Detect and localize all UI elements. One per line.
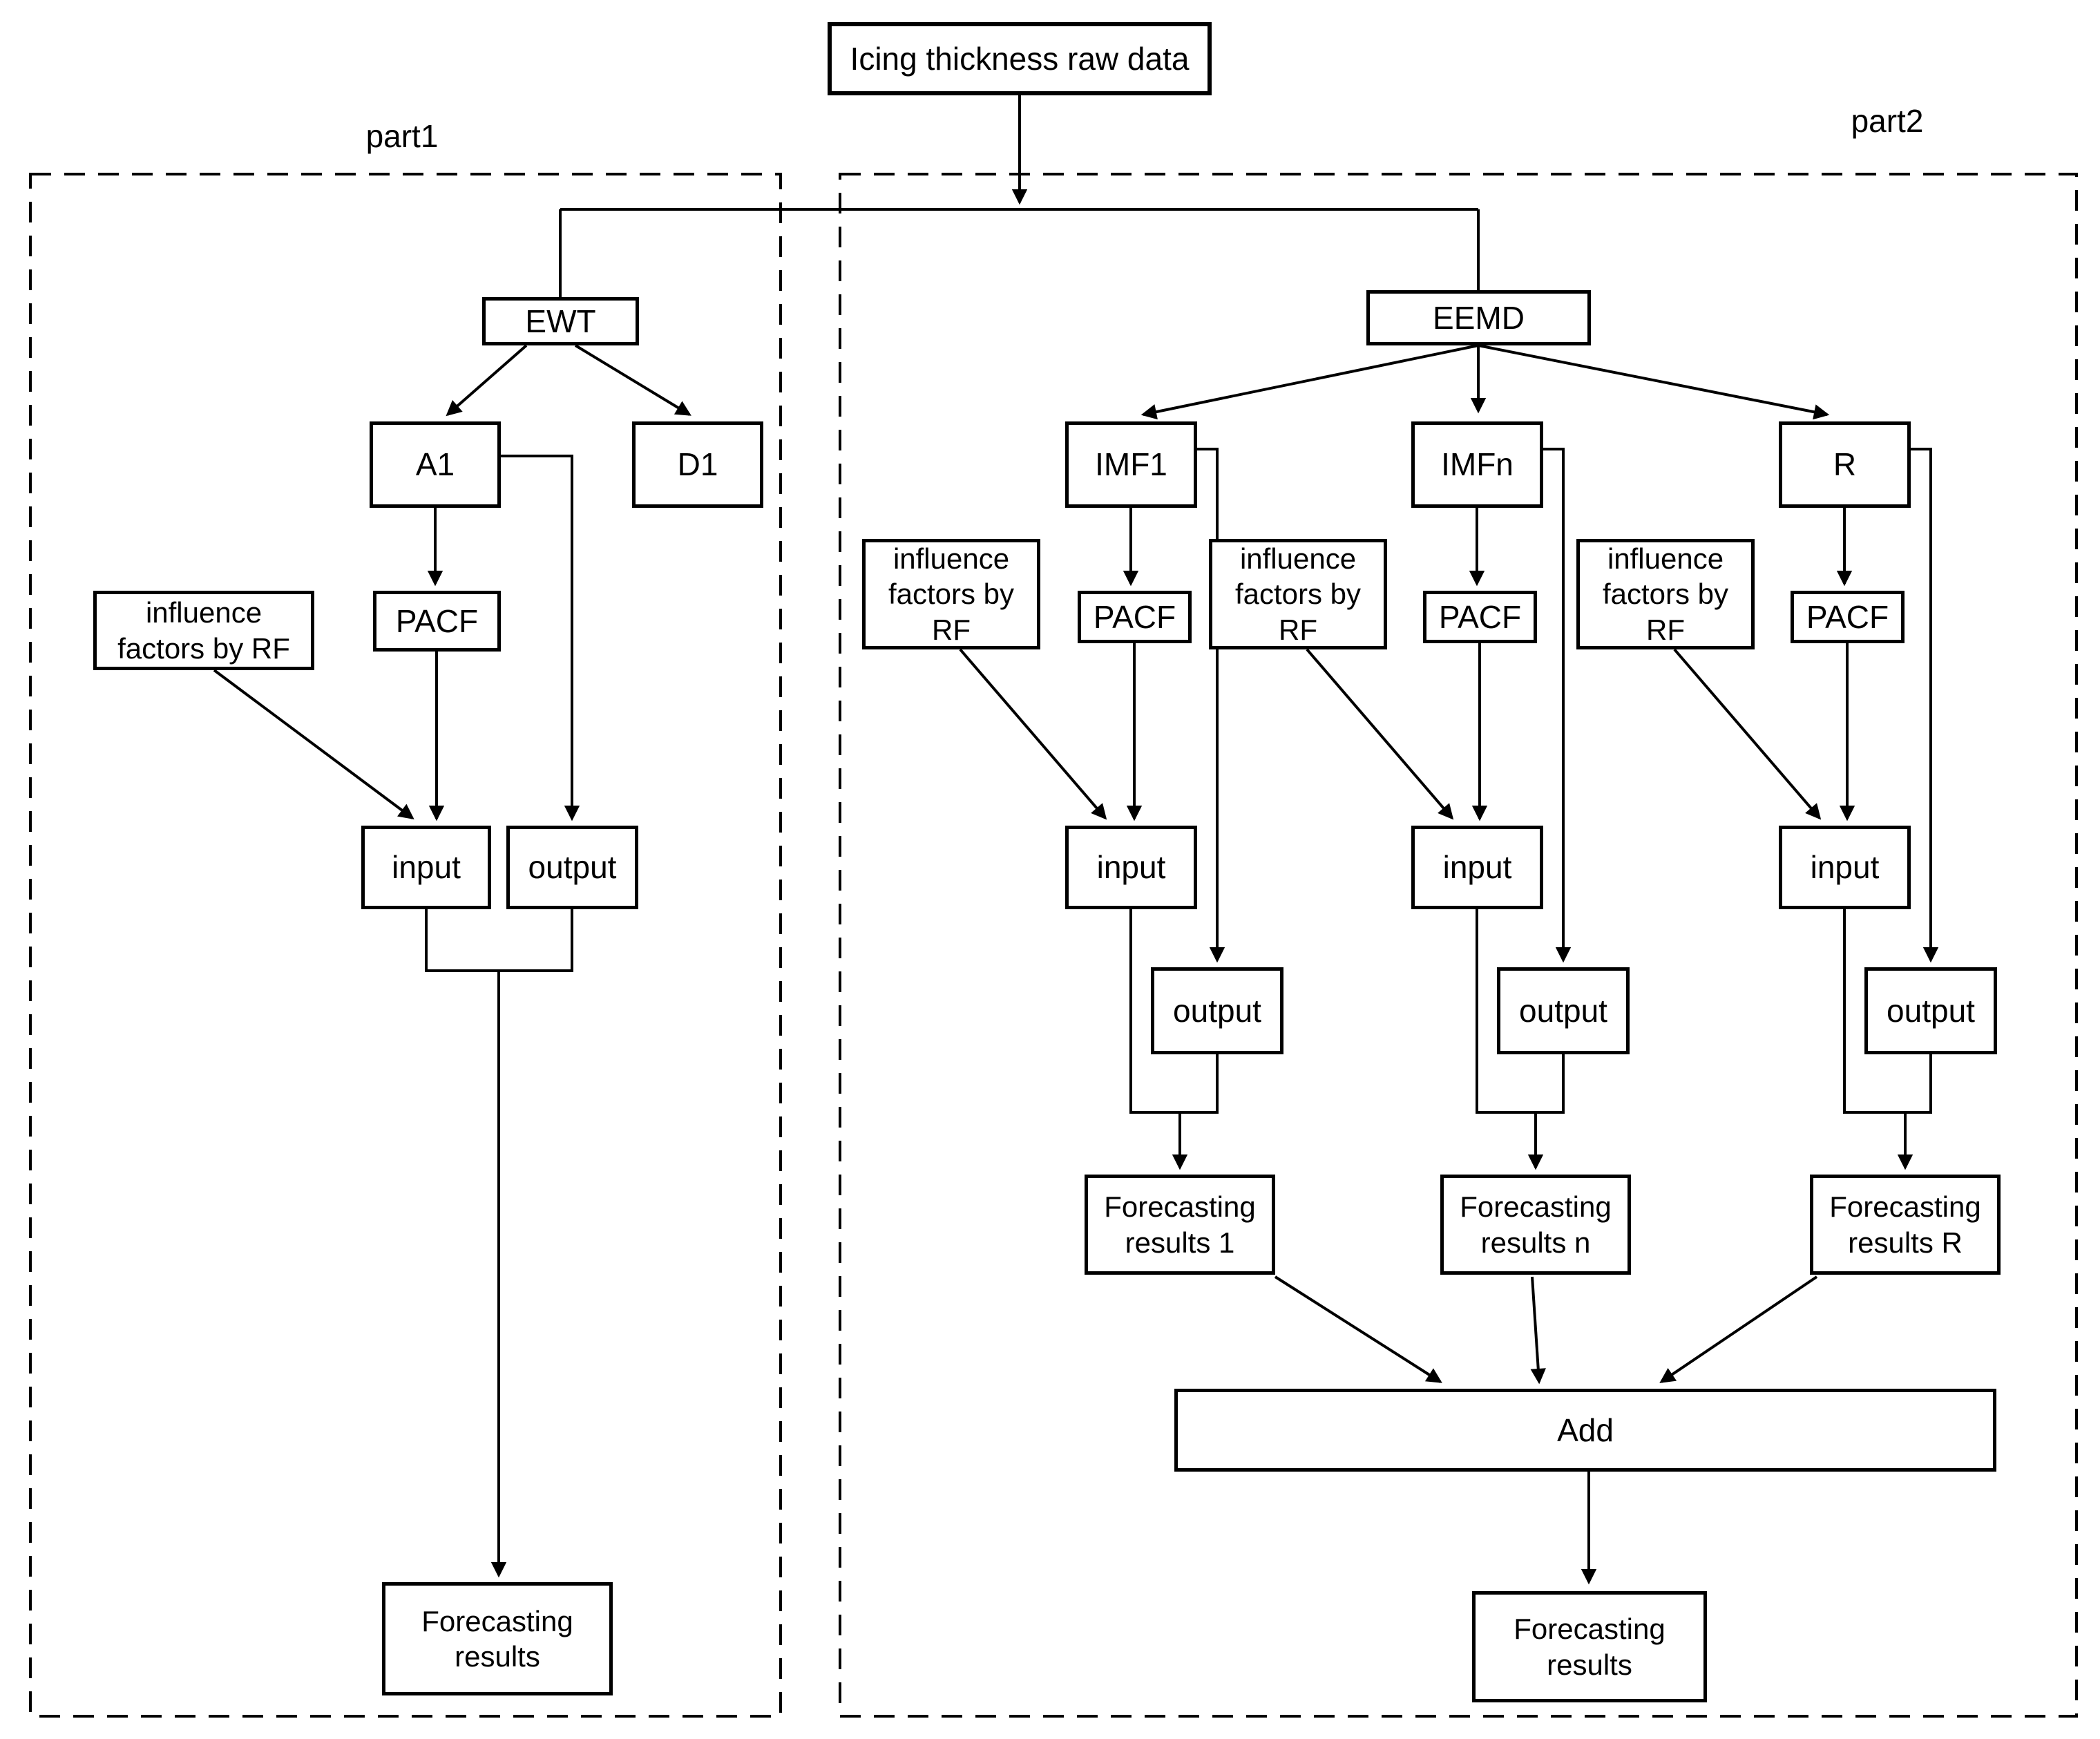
- arrow-resultsn-to-add: [1530, 1276, 1546, 1385]
- forecasting-results-box-part1: Forecasting results: [382, 1582, 613, 1695]
- eemd-box: EEMD: [1366, 290, 1591, 345]
- imf1-box: IMF1: [1065, 421, 1197, 508]
- merge-bracket-imfn: [1476, 909, 1565, 1114]
- r-box: R: [1779, 421, 1911, 508]
- input-box-imf1: input: [1065, 826, 1197, 909]
- forecasting-results-box-part2: Forecasting results: [1472, 1591, 1707, 1702]
- forecasting-resultsr-box: Forecasting results R: [1810, 1175, 2001, 1275]
- influence-factors-box-r: influence factors by RF: [1576, 539, 1755, 649]
- influence-factors-box-imf1: influence factors by RF: [862, 539, 1040, 649]
- results-line-2: results: [455, 1640, 540, 1673]
- influence-line-1: influence: [1607, 542, 1724, 576]
- add-box: Add: [1174, 1389, 1996, 1472]
- influence-line-2: factors by RF: [117, 631, 290, 665]
- influence-line-1: influence: [892, 542, 1010, 576]
- results-line-1: Forecasting: [1460, 1190, 1612, 1224]
- output-box-r: output: [1864, 967, 1997, 1054]
- results-line-2: results R: [1848, 1226, 1963, 1259]
- merge-bracket-r: [1843, 909, 1932, 1114]
- influence-line-3: RF: [1646, 613, 1685, 646]
- imfn-box: IMFn: [1411, 421, 1543, 508]
- arrow-influence-to-input-part1: [213, 669, 414, 820]
- output-box-imf1: output: [1151, 967, 1283, 1054]
- pacf-box-r: PACF: [1791, 591, 1905, 643]
- arrow-influence-to-input-imfn: [1306, 648, 1454, 820]
- results-line-2: results 1: [1125, 1226, 1235, 1259]
- input-box-r: input: [1779, 826, 1911, 909]
- influence-factors-box-part1: influence factors by RF: [93, 591, 314, 670]
- pacf-box-imf1: PACF: [1078, 591, 1192, 643]
- part1-dashed-frame: [29, 173, 782, 1718]
- arrow-resultsr-to-add: [1659, 1275, 1818, 1383]
- arrow-a1-to-output: [501, 455, 580, 821]
- arrow-imf1-to-output: [1197, 448, 1225, 963]
- forecasting-results1-box: Forecasting results 1: [1085, 1175, 1275, 1275]
- input-box-part1: input: [361, 826, 491, 909]
- influence-line-1: influence: [145, 596, 262, 629]
- arrow-influence-to-input-imf1: [959, 648, 1107, 820]
- part2-label: part2: [1851, 103, 1924, 139]
- arrow-imfn-to-output: [1543, 448, 1572, 963]
- influence-line-2: factors by: [1602, 578, 1729, 611]
- arrow-eemd-to-r: [1478, 344, 1830, 420]
- arrow-ewt-to-a1: [446, 344, 528, 417]
- influence-line-1: influence: [1239, 542, 1357, 576]
- influence-factors-box-imfn: influence factors by RF: [1209, 539, 1387, 649]
- part1-label: part1: [365, 118, 439, 154]
- pacf-box-part1: PACF: [373, 591, 501, 652]
- d1-box: D1: [632, 421, 763, 508]
- output-box-part1: output: [506, 826, 638, 909]
- results-line-2: results n: [1480, 1226, 1591, 1259]
- influence-line-2: factors by: [1234, 578, 1362, 611]
- input-box-imfn: input: [1411, 826, 1543, 909]
- ewt-box: EWT: [482, 297, 639, 345]
- results-line-2: results: [1547, 1648, 1632, 1681]
- merge-bracket-part1: [425, 909, 573, 972]
- output-box-imfn: output: [1497, 967, 1630, 1054]
- forecasting-resultsn-box: Forecasting results n: [1440, 1175, 1631, 1275]
- results-line-1: Forecasting: [1104, 1190, 1256, 1224]
- results-line-1: Forecasting: [1829, 1190, 1981, 1224]
- results-line-1: Forecasting: [421, 1604, 573, 1637]
- raw-data-box: Icing thickness raw data: [828, 22, 1212, 95]
- part2-dashed-frame: [839, 173, 2078, 1718]
- arrow-eemd-to-imf1: [1140, 344, 1479, 420]
- arrow-ewt-to-d1: [574, 344, 691, 416]
- a1-box: A1: [370, 421, 501, 508]
- merge-bracket-imf1: [1129, 909, 1219, 1114]
- results-line-1: Forecasting: [1514, 1613, 1665, 1646]
- arrow-results1-to-add: [1274, 1275, 1442, 1383]
- influence-line-3: RF: [932, 613, 971, 646]
- pacf-box-imfn: PACF: [1423, 591, 1537, 643]
- arrow-influence-to-input-r: [1673, 648, 1822, 820]
- influence-line-2: factors by: [888, 578, 1015, 611]
- arrow-r-to-output: [1911, 448, 1939, 963]
- influence-line-3: RF: [1279, 613, 1317, 646]
